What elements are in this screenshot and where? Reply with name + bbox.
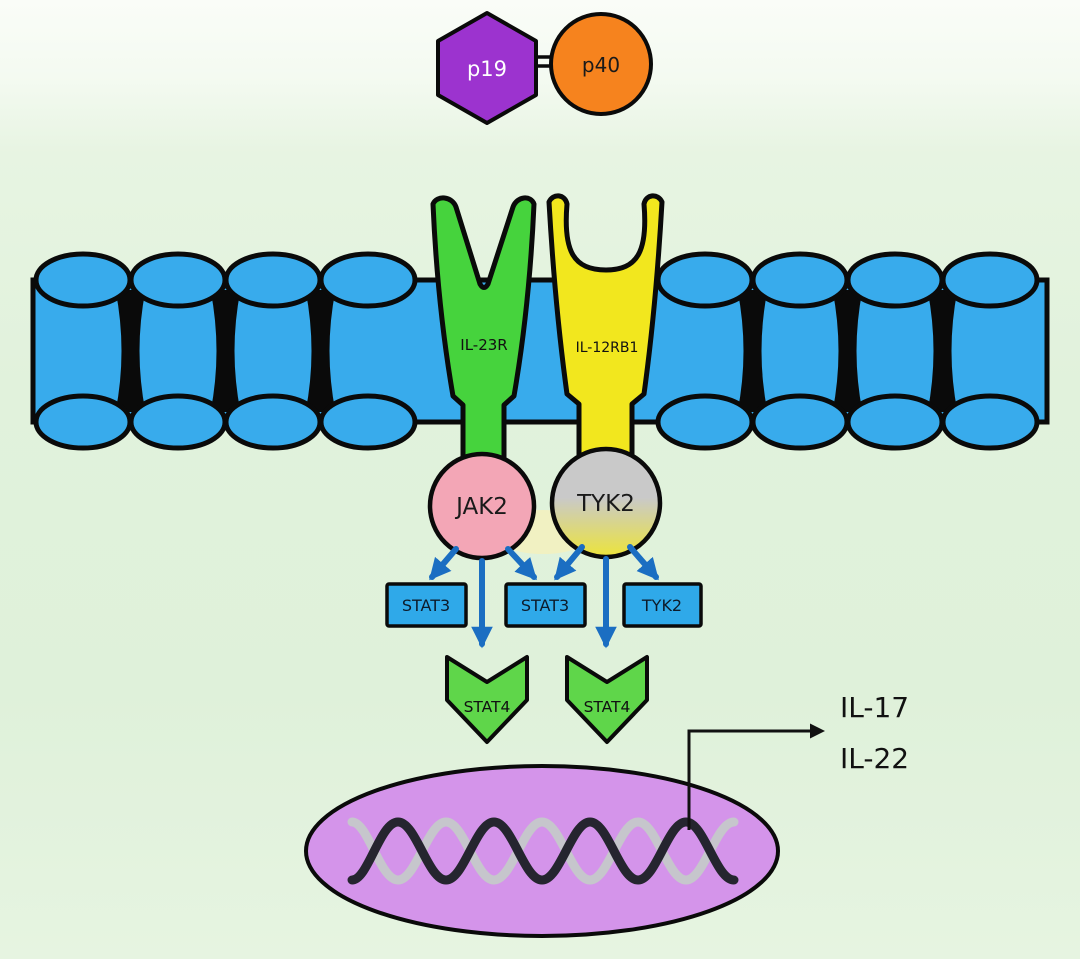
arrow-tyk2-tyk2box xyxy=(627,544,659,581)
il22-label: IL-22 xyxy=(840,742,909,775)
arrow-jak2-stat3-right xyxy=(505,546,537,581)
stat4-chevron-right xyxy=(565,655,649,744)
nucleus xyxy=(304,764,780,938)
signal-arrows xyxy=(429,544,659,649)
stat4-chevron-left xyxy=(445,655,529,744)
output-arrow xyxy=(687,723,825,830)
p40-label: p40 xyxy=(582,53,620,77)
jak2-label: JAK2 xyxy=(454,494,508,520)
stat3-left-label: STAT3 xyxy=(402,596,450,615)
il17-label: IL-17 xyxy=(840,691,909,724)
arrow-tyk2-stat3 xyxy=(554,544,585,581)
arrow-jak2-stat3-left xyxy=(429,546,459,581)
stat3-box-right xyxy=(504,582,587,628)
tyk2-box xyxy=(622,582,703,628)
receptors: IL-23R IL-12RB1 xyxy=(430,193,665,471)
p19-subunit xyxy=(436,11,538,125)
transcription-output: IL-17 IL-22 xyxy=(687,691,909,830)
stat3-box-left xyxy=(385,582,468,628)
il23r-label: IL-23R xyxy=(460,336,507,354)
stat4-right-label: STAT4 xyxy=(584,698,631,716)
il12rb1-receptor xyxy=(546,193,665,467)
dna-helix xyxy=(347,817,739,885)
stat-boxes: STAT3 STAT3 TYK2 xyxy=(385,582,703,628)
nucleus-body xyxy=(304,764,780,938)
tyk2-box-label: TYK2 xyxy=(641,596,682,615)
p19-label: p19 xyxy=(467,57,507,81)
il23r-receptor xyxy=(430,195,537,471)
p40-subunit xyxy=(549,12,653,116)
il12rb1-label: IL-12RB1 xyxy=(576,340,639,356)
stat3-right-label: STAT3 xyxy=(521,596,569,615)
stat4-chevrons: STAT4 STAT4 xyxy=(445,655,649,744)
dna-strand-dark xyxy=(347,817,739,885)
il23-cytokine: p19 p40 xyxy=(436,11,653,125)
dna-strand-light xyxy=(347,817,739,885)
cell-membrane xyxy=(30,254,1050,448)
tyk2-label: TYK2 xyxy=(576,491,635,517)
stat4-left-label: STAT4 xyxy=(464,698,511,716)
